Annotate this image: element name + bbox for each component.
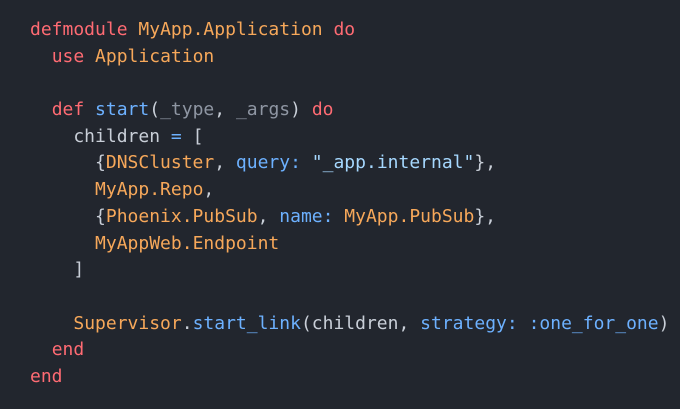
code-line: MyApp.Repo,	[30, 177, 669, 204]
code-token	[128, 19, 139, 40]
code-token: children	[30, 125, 171, 147]
code-token: (children,	[300, 312, 421, 334]
code-line: def start(_type, _args) do	[30, 97, 669, 124]
code-token: :one_for_one	[528, 312, 659, 334]
code-token: start	[95, 99, 150, 121]
code-token: ,	[257, 205, 280, 227]
code-token: name:	[279, 205, 334, 227]
code-token: ,	[214, 152, 236, 174]
code-token: Application	[95, 45, 215, 67]
code-token: _args	[235, 99, 291, 121]
code-line: use Application	[30, 44, 669, 71]
code-line	[30, 284, 669, 311]
code-token: _type	[160, 99, 215, 121]
code-token: MyApp.PubSub	[344, 205, 475, 227]
code-token	[84, 99, 95, 120]
code-token: [	[181, 125, 204, 147]
code-token: MyAppWeb.Endpoint	[95, 232, 280, 254]
code-token: start_link	[192, 312, 301, 334]
code-token: (	[149, 99, 161, 121]
code-token	[30, 339, 52, 360]
code-token: do	[311, 99, 334, 121]
code-token: Phoenix.PubSub	[105, 205, 258, 227]
code-token: MyApp.Application	[138, 19, 323, 40]
code-token: .	[181, 312, 193, 334]
code-line: {DNSCluster, query: "_app.internal"},	[30, 150, 669, 177]
code-line	[30, 70, 669, 97]
code-block: defmodule MyApp.Application do use Appli…	[30, 17, 669, 391]
code-token: )	[658, 312, 670, 334]
code-token: use	[51, 45, 85, 67]
code-token: {	[30, 152, 106, 174]
code-token	[30, 313, 73, 334]
code-line: end	[30, 364, 669, 391]
code-token: MyApp.Repo	[95, 179, 204, 201]
code-line: ]	[30, 257, 669, 284]
code-token: def	[51, 99, 85, 121]
code-token: end	[51, 339, 85, 361]
code-token	[301, 152, 312, 173]
code-token: "_app.internal"	[311, 152, 475, 174]
code-token: Supervisor	[73, 312, 182, 334]
code-token	[30, 99, 52, 120]
code-line: end	[30, 337, 669, 364]
code-line: children = [	[30, 124, 669, 151]
code-line: defmodule MyApp.Application do	[30, 17, 669, 44]
code-token: strategy:	[420, 312, 518, 334]
code-line: Supervisor.start_link(children, strategy…	[30, 311, 669, 338]
code-token: DNSCluster	[105, 152, 215, 174]
code-token	[30, 179, 95, 200]
code-token	[30, 46, 52, 67]
code-token: query:	[235, 152, 301, 174]
code-token	[301, 99, 312, 120]
code-token: {	[30, 205, 106, 227]
code-token: },	[474, 205, 497, 227]
code-line: {Phoenix.PubSub, name: MyApp.PubSub},	[30, 204, 669, 231]
code-token: ]	[30, 259, 85, 281]
code-token	[518, 313, 529, 334]
code-token: end	[30, 365, 63, 387]
code-token: )	[290, 99, 301, 121]
code-token: ,	[203, 179, 215, 201]
code-token: ,	[214, 99, 236, 121]
code-line: MyAppWeb.Endpoint	[30, 231, 669, 258]
code-token	[333, 206, 344, 227]
code-token	[323, 19, 334, 40]
code-token: },	[474, 152, 497, 174]
code-token: do	[333, 19, 356, 40]
code-token	[30, 233, 95, 254]
code-token: =	[170, 125, 182, 147]
code-token	[84, 46, 95, 67]
code-token: defmodule	[30, 19, 128, 40]
